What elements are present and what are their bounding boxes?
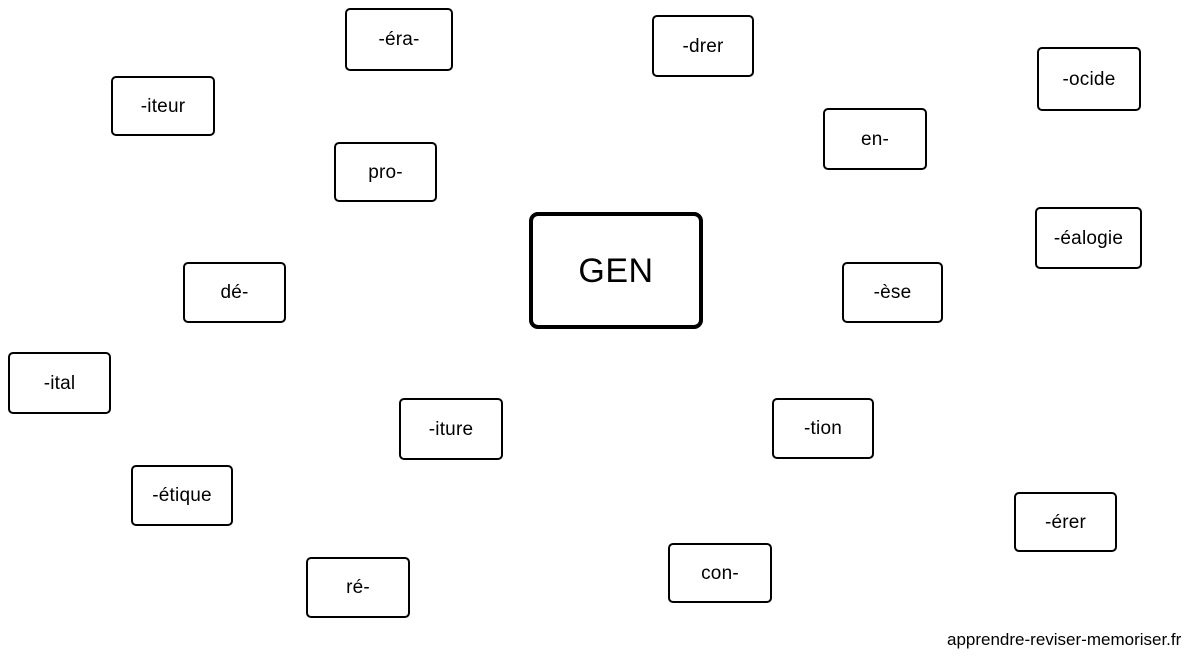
affix-label: -iture: [428, 418, 474, 440]
affix-label: pro-: [368, 161, 403, 183]
affix-label: -ital: [43, 372, 76, 394]
affix-card[interactable]: en-: [823, 108, 927, 170]
affix-label: -iteur: [140, 95, 186, 117]
affix-card[interactable]: -éra-: [345, 8, 453, 71]
affix-label: dé-: [220, 282, 249, 303]
affix-label: con-: [701, 562, 739, 584]
affix-card[interactable]: -étique: [131, 465, 233, 526]
affix-card[interactable]: -ital: [8, 352, 111, 414]
affix-label: -érer: [1044, 511, 1087, 533]
affix-card[interactable]: pro-: [334, 142, 437, 202]
site-watermark: apprendre-reviser-memoriser.fr: [947, 630, 1182, 649]
affix-label: en-: [860, 128, 890, 150]
affix-label: ré-: [346, 577, 370, 598]
affix-card[interactable]: ré-: [306, 557, 410, 618]
affix-label: -èse: [873, 282, 912, 303]
affix-label: -tion: [804, 418, 842, 439]
affix-card[interactable]: -tion: [772, 398, 874, 459]
affix-card[interactable]: -ocide: [1037, 47, 1141, 111]
affix-card[interactable]: -èse: [842, 262, 943, 323]
affix-label: -drer: [682, 35, 724, 57]
affix-card[interactable]: -drer: [652, 15, 754, 77]
affix-label: -ocide: [1062, 68, 1116, 90]
affix-card[interactable]: -éalogie: [1035, 207, 1142, 269]
root-word-card-gen[interactable]: GEN: [529, 212, 703, 329]
affix-card[interactable]: -iteur: [111, 76, 215, 136]
affix-card[interactable]: -érer: [1014, 492, 1117, 552]
affix-card[interactable]: dé-: [183, 262, 286, 323]
affix-label: -étique: [152, 485, 212, 506]
affix-card[interactable]: con-: [668, 543, 772, 603]
affix-label: -éalogie: [1053, 227, 1124, 249]
affix-label: -éra-: [378, 29, 420, 50]
root-word-label: GEN: [578, 251, 654, 290]
affix-card[interactable]: -iture: [399, 398, 503, 460]
